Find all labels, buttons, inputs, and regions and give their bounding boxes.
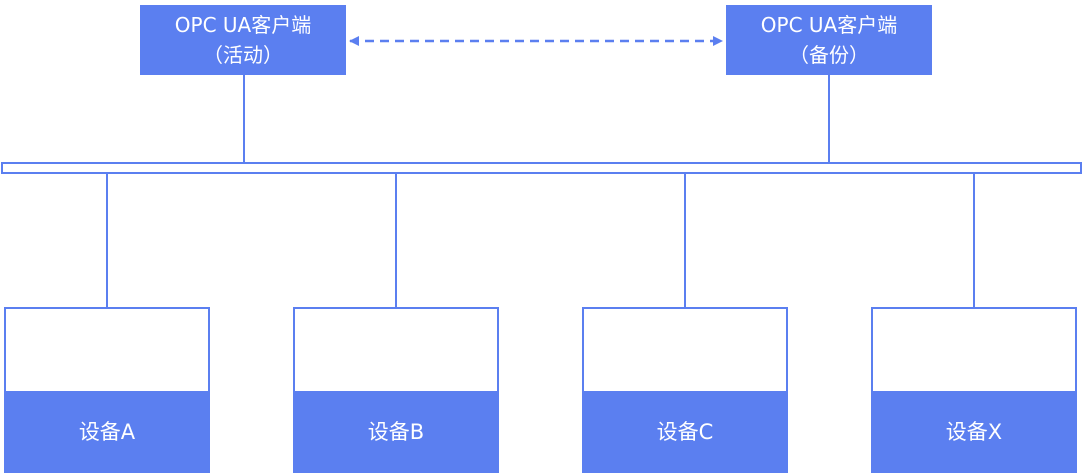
- device-x-label: 设备X: [873, 391, 1075, 471]
- device-a-label: 设备A: [6, 391, 208, 471]
- device-x: 设备X: [871, 307, 1077, 473]
- device-b: 设备B: [293, 307, 499, 473]
- device-c-label: 设备C: [584, 391, 786, 471]
- device-c: 设备C: [582, 307, 788, 473]
- opc-ua-client-active: OPC UA客户端 （活动）: [140, 5, 346, 75]
- opc-ua-client-backup: OPC UA客户端 （备份）: [726, 5, 932, 75]
- network-bus: [1, 162, 1082, 174]
- client-active-title: OPC UA客户端: [174, 13, 312, 37]
- client-backup-status: （备份）: [789, 43, 869, 67]
- device-b-label: 设备B: [295, 391, 497, 471]
- device-a: 设备A: [4, 307, 210, 473]
- client-backup-title: OPC UA客户端: [760, 13, 898, 37]
- client-active-status: （活动）: [203, 43, 283, 67]
